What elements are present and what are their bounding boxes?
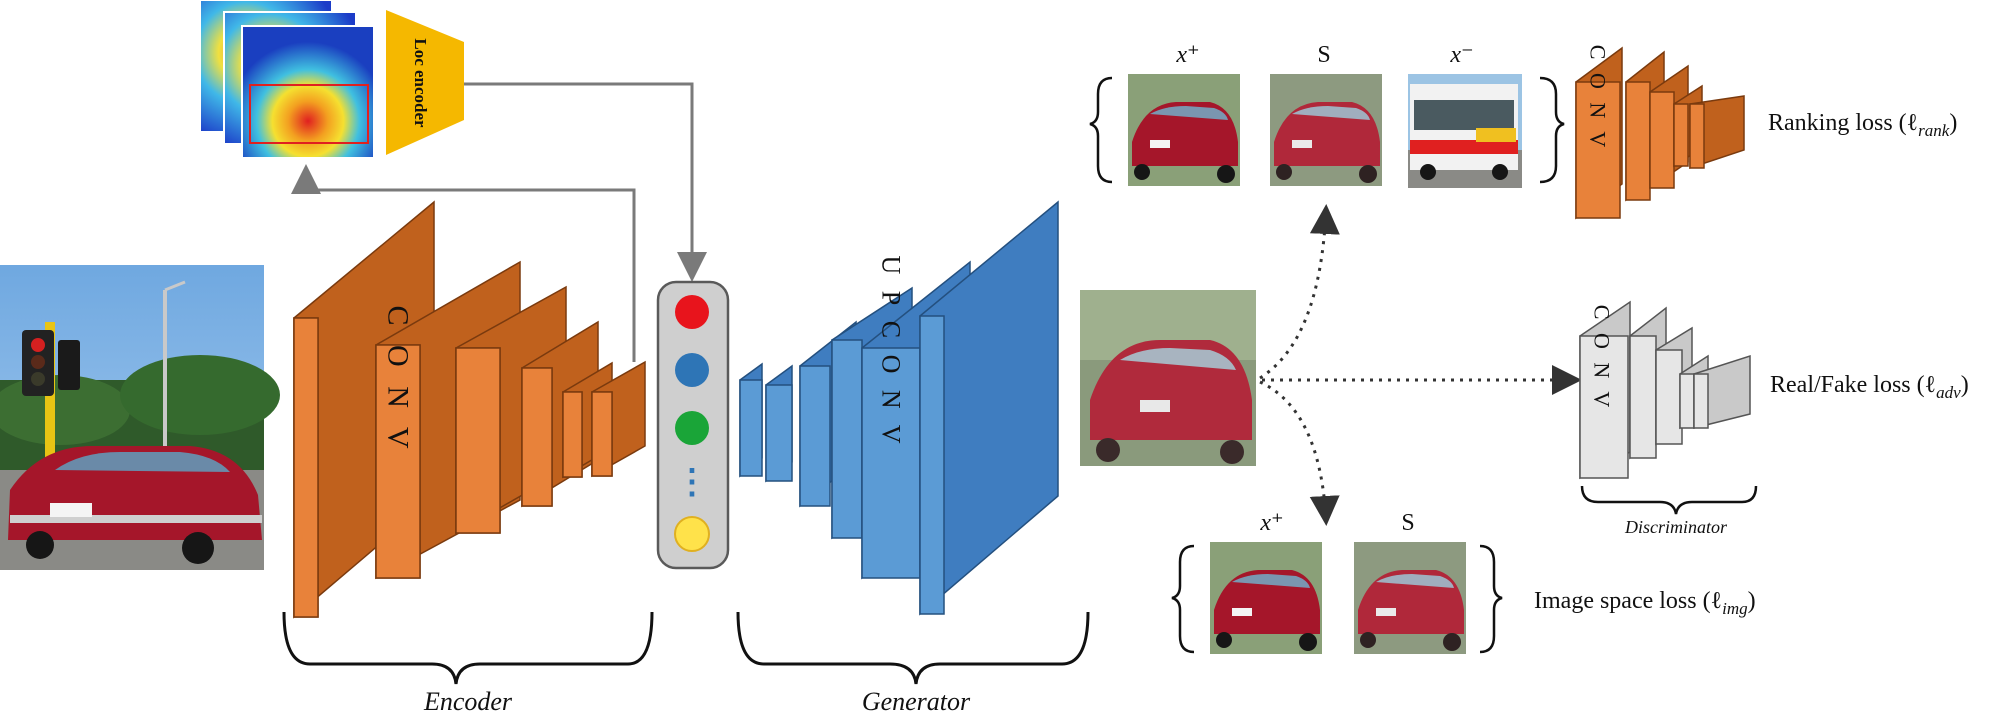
- loc-encoder: Loc encoder: [386, 10, 464, 155]
- realfake-loss-close: ): [1961, 372, 1969, 398]
- encoder-brace: [282, 611, 654, 685]
- ranking-xplus-image: [1128, 74, 1240, 186]
- latent-green-dot: [675, 411, 709, 445]
- loc-to-latent-arrow: [464, 82, 707, 282]
- ranking-right-brace: [1539, 76, 1565, 184]
- image-loss-right-brace: [1479, 544, 1503, 654]
- generator: U P C O N V: [739, 200, 1059, 616]
- ranking-xplus-label: x⁺: [1175, 42, 1199, 68]
- loc-encoder-label: Loc encoder: [411, 38, 430, 128]
- latent-red-dot: [675, 295, 709, 329]
- heatmap-stack: [199, 0, 375, 159]
- encoder-label: Encoder: [423, 687, 513, 715]
- generator-label: Generator: [862, 687, 971, 715]
- latent-blue-dot: [675, 353, 709, 387]
- encoder-conv-label: C O N V: [382, 306, 415, 455]
- generator-brace: [736, 611, 1090, 685]
- ranking-xminus-label: x⁻: [1449, 42, 1473, 68]
- image-loss-sub: img: [1722, 599, 1748, 618]
- image-loss-close: ): [1748, 588, 1756, 614]
- generator-upconv-label: U P C O N V: [877, 256, 906, 449]
- image-loss-xplus-image: [1210, 542, 1322, 654]
- ranking-loss-text: Ranking loss (ℓ: [1768, 110, 1918, 136]
- image-loss-xplus-label: x⁺: [1259, 510, 1283, 536]
- discriminator-brace: [1580, 485, 1758, 515]
- to-image-loss-arrow: [1259, 380, 1340, 526]
- ranking-loss-label: Ranking loss (ℓrank): [1768, 110, 1957, 140]
- realfake-loss-sub: adv: [1936, 383, 1961, 402]
- image-loss-s-image: [1354, 542, 1466, 654]
- ranking-s-label: S: [1317, 42, 1330, 68]
- latent-ellipsis: ⋮: [675, 464, 709, 501]
- discriminator-label: Discriminator: [1624, 517, 1728, 537]
- ranking-s-image: [1270, 74, 1382, 186]
- realfake-loss-text: Real/Fake loss (ℓ: [1770, 372, 1936, 398]
- image-loss-label: Image space loss (ℓimg): [1534, 588, 1756, 618]
- generated-image: [1080, 290, 1256, 466]
- image-loss-s-label: S: [1401, 510, 1414, 536]
- ranking-loss-sub: rank: [1918, 121, 1950, 140]
- discriminator-conv: C O N V: [1579, 300, 1751, 480]
- realfake-loss-label: Real/Fake loss (ℓadv): [1770, 372, 1969, 402]
- ranking-xminus-image: [1408, 74, 1522, 188]
- image-loss-left-brace: [1171, 544, 1195, 654]
- image-loss-text: Image space loss (ℓ: [1534, 588, 1722, 614]
- encoder: C O N V: [293, 200, 646, 619]
- input-image: [0, 265, 280, 570]
- ranking-loss-close: ): [1949, 110, 1957, 136]
- to-ranking-arrow: [1259, 204, 1340, 380]
- encoder-to-heatmap-arrow: [291, 164, 636, 362]
- ranking-left-brace: [1089, 76, 1113, 184]
- latent-vector: ⋮: [656, 280, 730, 570]
- latent-yellow-dot: [674, 516, 710, 552]
- ranking-conv-label: C O N V: [1586, 45, 1611, 151]
- ranking-conv: C O N V: [1575, 45, 1745, 220]
- disc-conv-label: C O N V: [1590, 305, 1615, 411]
